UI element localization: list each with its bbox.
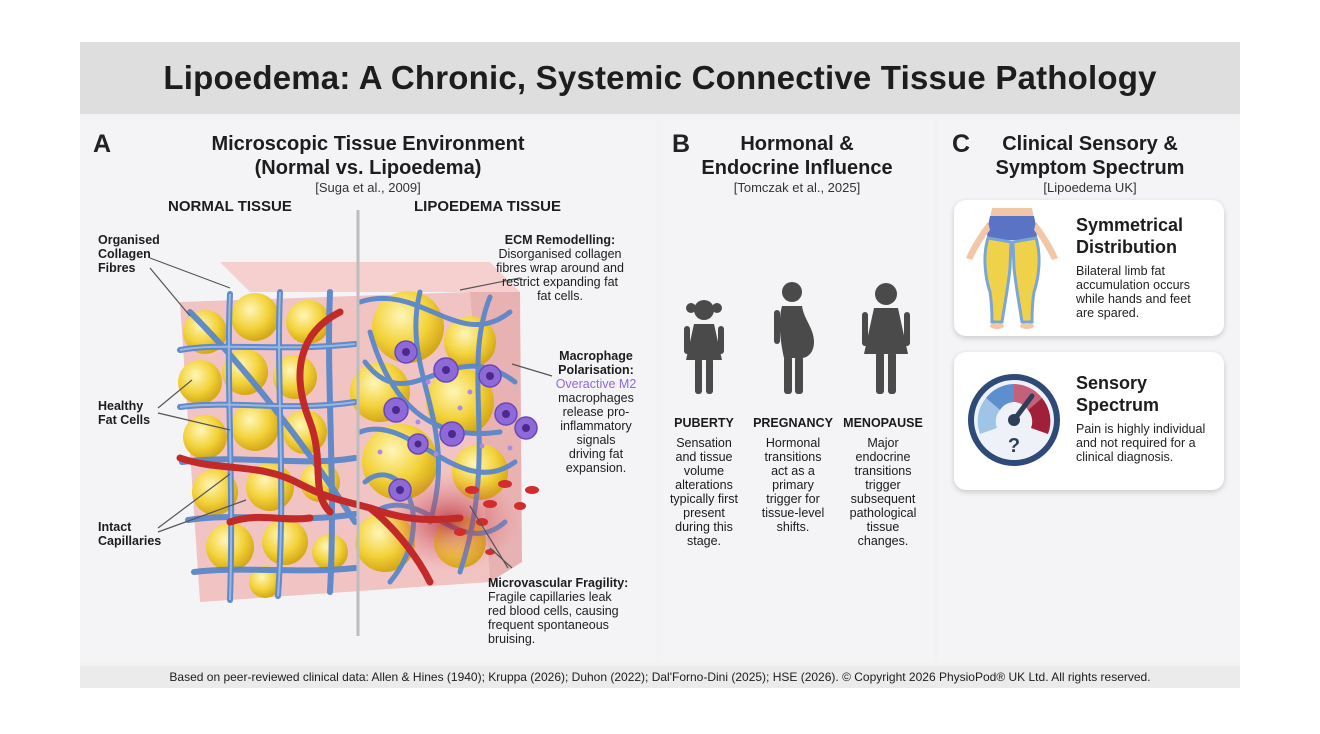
symmetrical-distribution-title: Symmetrical Distribution [1076,215,1184,257]
symmetrical-distribution-text: Bilateral limb fat accumulation occurs w… [1076,264,1191,320]
label-collagen: Organised Collagen Fibres [98,233,160,275]
panel-a-title-line1: Microscopic Tissue Environment [211,133,525,155]
cube-top-face [220,262,520,292]
ecm-remodelling-note: ECM Remodelling: Disorganised collagen f… [496,233,624,303]
macrophage-nuclei [392,348,530,494]
stage-menopause: MENOPAUSE Major endocrine transitions tr… [837,416,929,548]
panel-b-letter: B [672,130,691,158]
panel-b-citation: [Tomczak et al., 2025] [733,180,861,195]
normal-tissue-heading: NORMAL TISSUE [168,198,292,215]
stage-pregnancy-desc: Hormonal transitions act as a primary tr… [761,436,825,534]
stage-puberty: PUBERTY Sensation and tissue volume alte… [658,416,750,548]
page-title: Lipoedema: A Chronic, Systemic Connectiv… [163,59,1157,96]
macrophage-polarisation-note: Macrophage Polarisation: Overactive M2 m… [555,349,637,475]
legs-body-icon [966,208,1058,329]
collagen-highlights [179,291,356,601]
panel-a-citation: [Suga et al., 2009] [315,180,421,195]
panel-c-title: Clinical Sensory & Symptom Spectrum [995,133,1185,179]
microvascular-fragility-note: Microvascular Fragility: Fragile capilla… [488,576,629,646]
pain-gauge-icon: ? [968,374,1060,466]
panel-c-citation: [Lipoedema UK] [1043,180,1137,195]
panel-a-title: Microscopic Tissue Environment (Normal v… [190,132,546,180]
stage-menopause-desc: Major endocrine transitions trigger subs… [849,436,917,548]
panel-a-title-line2: (Normal vs. Lipoedema) [254,157,482,179]
stage-pregnancy: PREGNANCY Hormonal transitions act as a … [747,416,839,534]
inflammatory-signal-dots [377,379,513,457]
panel-a-leader-lines [149,257,553,569]
tissue-cube-illustration [176,210,539,636]
sensory-spectrum-title: Sensory Spectrum [1076,373,1160,415]
card-sensory-spectrum: ? Sensory Spectrum Pain is highly indivi… [954,352,1224,490]
footer-citation: Based on peer-reviewed clinical data: Al… [80,666,1240,688]
sensory-spectrum-text: Pain is highly individual and not requir… [1076,422,1206,464]
card-symmetrical-distribution: Symmetrical Distribution Bilateral limb … [954,200,1224,336]
pregnancy-figure-icon [774,282,814,394]
stage-puberty-desc: Sensation and tissue volume alterations … [669,436,739,548]
label-fat-cells: Healthy Fat Cells [98,399,151,427]
gauge-question-mark: ? [1008,435,1020,457]
panel-a-letter: A [93,130,112,158]
label-capillaries: Intact Capillaries [98,520,162,548]
menopause-figure-icon [862,283,910,394]
panel-b-title: Hormonal & Endocrine Influence [701,133,893,179]
panel-c-letter: C [952,130,971,158]
title-bar: Lipoedema: A Chronic, Systemic Connectiv… [80,42,1240,114]
capillaries [176,308,464,586]
lipoedema-tissue-heading: LIPOEDEMA TISSUE [414,198,561,215]
puberty-figure-icon [684,300,724,394]
